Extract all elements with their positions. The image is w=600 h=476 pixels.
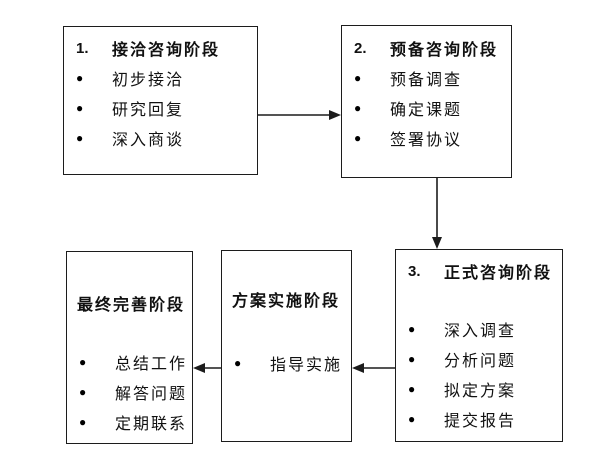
stage-box-1: 1. 接洽咨询阶段 ● 初步接洽 ● 研究回复 ● 深入商谈 <box>63 26 258 175</box>
list-item: ● 预备调查 <box>342 63 511 93</box>
stage-title: 正式咨询阶段 <box>444 265 553 282</box>
bullet-icon: ● <box>408 382 416 396</box>
stage-3-title-row: 3. 正式咨询阶段 <box>396 256 562 286</box>
list-item-label: 初步接洽 <box>112 72 185 89</box>
stage-title: 接洽咨询阶段 <box>112 42 221 59</box>
stage-2-title-row: 2. 预备咨询阶段 <box>342 33 511 63</box>
arrow-stage3-to-stage4 <box>352 363 395 373</box>
list-item-label: 总结工作 <box>115 356 188 373</box>
bullet-icon: ● <box>408 352 416 366</box>
list-item-label: 预备调查 <box>390 72 463 89</box>
stage-title: 最终完善阶段 <box>77 297 186 314</box>
stage-5-title-row: 最终完善阶段 <box>67 288 192 318</box>
bullet-icon: ● <box>354 131 362 145</box>
stage-title: 预备咨询阶段 <box>390 42 499 59</box>
list-item: ● 解答问题 <box>67 377 192 407</box>
list-item-label: 拟定方案 <box>444 383 517 400</box>
arrow-stage2-to-stage3 <box>432 178 442 249</box>
stage-box-2: 2. 预备咨询阶段 ● 预备调查 ● 确定课题 ● 签署协议 <box>341 25 512 178</box>
bullet-icon: ● <box>408 412 416 426</box>
list-item: ● 提交报告 <box>396 404 562 434</box>
stage-box-3: 3. 正式咨询阶段 ● 深入调查 ● 分析问题 ● 拟定方案 ● 提交报告 <box>395 249 563 442</box>
bullet-icon: ● <box>79 385 87 399</box>
list-item: ● 分析问题 <box>396 344 562 374</box>
stage-number: 1. <box>76 39 89 57</box>
list-item: ● 签署协议 <box>342 123 511 153</box>
bullet-icon: ● <box>76 71 84 85</box>
bullet-icon: ● <box>79 415 87 429</box>
list-item: ● 研究回复 <box>64 93 257 123</box>
stage-number: 3. <box>408 262 421 280</box>
bullet-icon: ● <box>354 71 362 85</box>
list-item-label: 分析问题 <box>444 353 517 370</box>
bullet-icon: ● <box>76 131 84 145</box>
list-item: ● 指导实施 <box>222 348 351 378</box>
list-item-label: 指导实施 <box>270 357 343 374</box>
bullet-icon: ● <box>408 322 416 336</box>
list-item-label: 签署协议 <box>390 132 463 149</box>
stage-box-4: 方案实施阶段 ● 指导实施 <box>221 250 352 442</box>
arrow-stage4-to-stage5 <box>193 363 221 373</box>
list-item: ● 深入商谈 <box>64 123 257 153</box>
list-item: ● 初步接洽 <box>64 63 257 93</box>
arrow-stage1-to-stage2 <box>258 110 341 120</box>
list-item-label: 深入调查 <box>444 323 517 340</box>
stage-4-title-row: 方案实施阶段 <box>222 284 351 314</box>
list-item-label: 研究回复 <box>112 102 185 119</box>
stage-1-title-row: 1. 接洽咨询阶段 <box>64 33 257 63</box>
list-item-label: 解答问题 <box>115 386 188 403</box>
stage-box-5: 最终完善阶段 ● 总结工作 ● 解答问题 ● 定期联系 <box>66 251 193 444</box>
list-item-label: 深入商谈 <box>112 132 185 149</box>
stage-number: 2. <box>354 39 367 57</box>
list-item: ● 定期联系 <box>67 407 192 437</box>
list-item-label: 提交报告 <box>444 413 517 430</box>
stage-title: 方案实施阶段 <box>232 293 341 310</box>
bullet-icon: ● <box>76 101 84 115</box>
list-item: ● 总结工作 <box>67 347 192 377</box>
bullet-icon: ● <box>354 101 362 115</box>
list-item-label: 定期联系 <box>115 416 188 433</box>
list-item: ● 深入调查 <box>396 314 562 344</box>
list-item: ● 拟定方案 <box>396 374 562 404</box>
list-item: ● 确定课题 <box>342 93 511 123</box>
bullet-icon: ● <box>79 355 87 369</box>
bullet-icon: ● <box>234 356 242 370</box>
list-item-label: 确定课题 <box>390 102 463 119</box>
